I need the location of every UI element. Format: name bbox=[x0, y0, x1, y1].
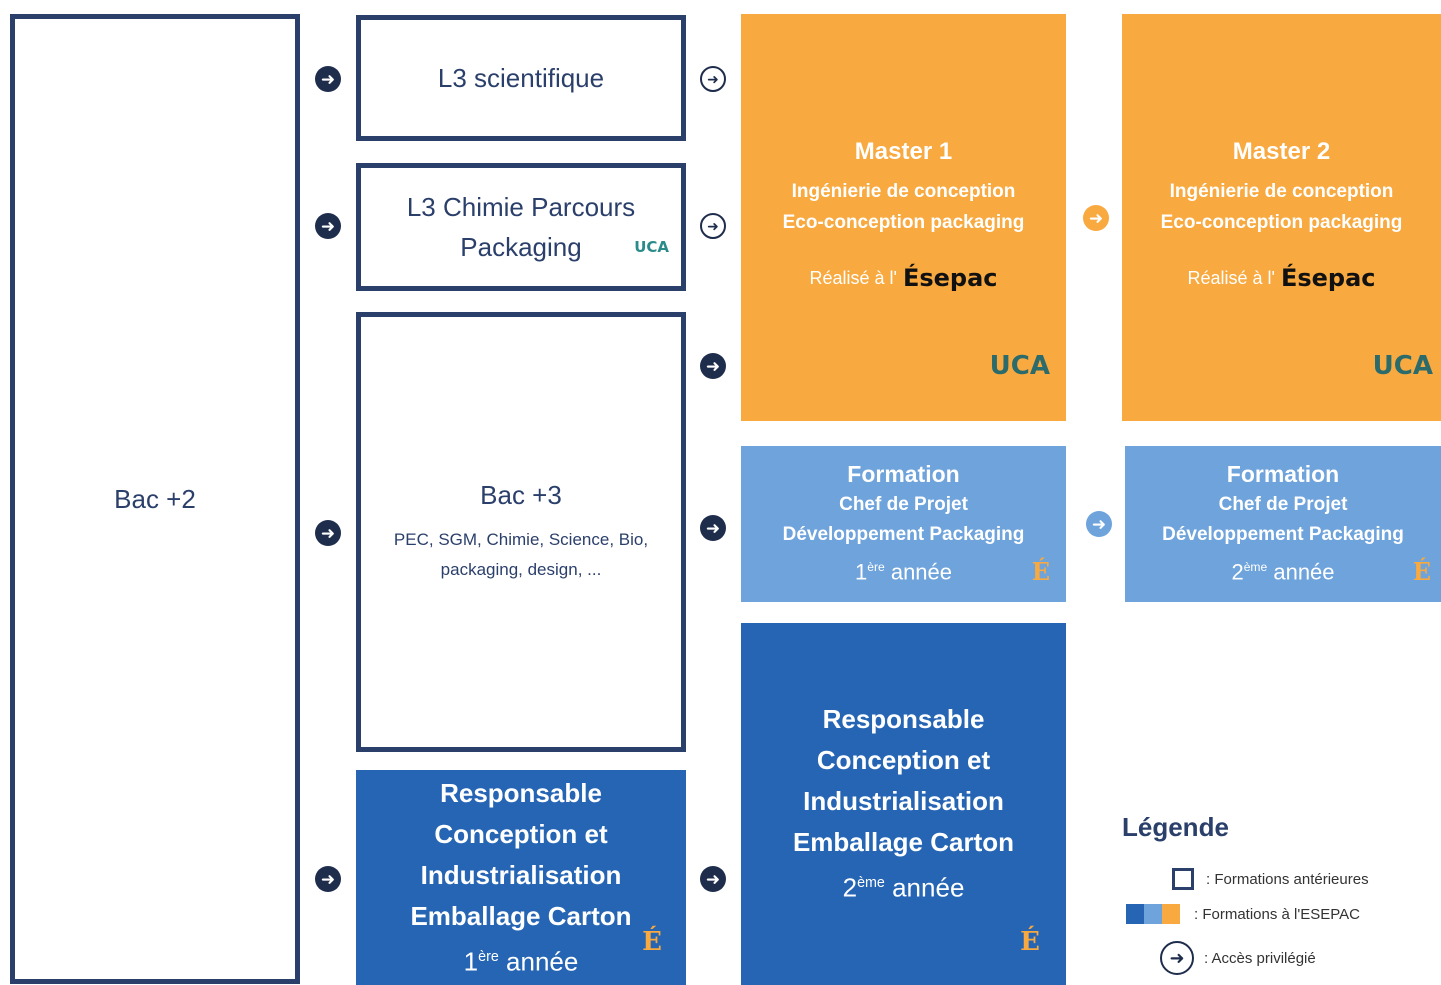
resp2-year: 2ème année bbox=[842, 872, 965, 903]
arrow-outline-icon: ➜ bbox=[700, 213, 726, 239]
outlined-square-icon bbox=[1172, 868, 1194, 890]
l3-chimie-box: L3 Chimie Parcours Packaging UCA bbox=[356, 163, 686, 291]
arrow-icon: ➜ bbox=[315, 66, 341, 92]
resp1-line4: Emballage Carton bbox=[410, 900, 632, 931]
resp2-line3: Industrialisation bbox=[803, 786, 1004, 817]
master1-realise: Réalisé à l' Ésepac bbox=[809, 264, 998, 292]
arrow-outline-icon: ➜ bbox=[700, 66, 726, 92]
bac3-box: Bac +3 PEC, SGM, Chimie, Science, Bio, p… bbox=[356, 312, 686, 752]
legend-item-prior: : Formations antérieures bbox=[1172, 868, 1369, 890]
resp-carton-1-box: Responsable Conception et Industrialisat… bbox=[356, 770, 686, 985]
bac3-title: Bac +3 bbox=[480, 479, 562, 510]
arrow-blue-icon: ➜ bbox=[1086, 511, 1112, 537]
master2-line2: Eco-conception packaging bbox=[1160, 212, 1403, 233]
form1-title: Formation bbox=[847, 461, 960, 488]
arrow-icon: ➜ bbox=[700, 866, 726, 892]
resp1-year: 1ère année bbox=[463, 946, 579, 977]
bac2-box: Bac +2 bbox=[10, 14, 300, 984]
arrow-icon: ➜ bbox=[315, 866, 341, 892]
form2-title: Formation bbox=[1226, 461, 1340, 488]
form2-line1: Chef de Projet bbox=[1218, 494, 1348, 516]
esepac-e-icon: É bbox=[1031, 557, 1050, 586]
bac3-line2: packaging, design, ... bbox=[440, 559, 602, 579]
bac2-label: Bac +2 bbox=[114, 483, 196, 514]
legend-item-esepac: : Formations à l'ESEPAC bbox=[1126, 904, 1360, 924]
arrow-icon: ➜ bbox=[315, 213, 341, 239]
master1-title: Master 1 bbox=[854, 138, 953, 165]
form2-year: 2ème année bbox=[1231, 559, 1335, 585]
esepac-e-icon: É bbox=[1020, 927, 1040, 957]
bac3-line1: PEC, SGM, Chimie, Science, Bio, bbox=[393, 529, 649, 549]
form1-line2: Développement Packaging bbox=[782, 524, 1025, 546]
uca-logo-icon: UCA bbox=[1372, 351, 1433, 381]
resp-carton-2-box: Responsable Conception et Industrialisat… bbox=[741, 623, 1066, 985]
arrow-outline-icon: ➜ bbox=[1160, 941, 1194, 975]
resp1-line3: Industrialisation bbox=[420, 859, 622, 890]
master1-box: Master 1 Ingénierie de conception Eco-co… bbox=[741, 14, 1066, 421]
formation-2-box: Formation Chef de Projet Développement P… bbox=[1125, 446, 1441, 602]
resp1-line2: Conception et bbox=[434, 818, 608, 849]
arrow-orange-icon: ➜ bbox=[1083, 205, 1109, 231]
formation-1-box: Formation Chef de Projet Développement P… bbox=[741, 446, 1066, 602]
uca-logo-icon: UCA bbox=[989, 351, 1050, 381]
l3-scientifique-label: L3 scientifique bbox=[437, 62, 605, 93]
color-swatches-icon bbox=[1126, 904, 1180, 924]
esepac-e-icon: É bbox=[642, 927, 662, 957]
form1-year: 1ère année bbox=[854, 559, 953, 585]
master1-line1: Ingénierie de conception bbox=[791, 181, 1016, 202]
resp2-line2: Conception et bbox=[816, 745, 991, 776]
master1-line2: Eco-conception packaging bbox=[782, 212, 1025, 233]
esepac-logo-icon: Ésepac bbox=[1280, 264, 1376, 292]
l3-chimie-line2: Packaging bbox=[460, 232, 582, 262]
master2-realise: Réalisé à l' Ésepac bbox=[1187, 264, 1376, 292]
legend-title: Légende bbox=[1122, 812, 1229, 842]
arrow-icon: ➜ bbox=[315, 520, 341, 546]
legend-item-access: ➜ : Accès privilégié bbox=[1160, 941, 1316, 975]
legend-prior-label: : Formations antérieures bbox=[1206, 870, 1369, 888]
master2-title: Master 2 bbox=[1232, 138, 1331, 165]
form1-line1: Chef de Projet bbox=[839, 494, 968, 516]
legend-access-label: : Accès privilégié bbox=[1204, 949, 1316, 967]
resp1-line1: Responsable bbox=[440, 777, 602, 808]
l3-chimie-line1: L3 Chimie Parcours bbox=[406, 192, 636, 222]
arrow-icon: ➜ bbox=[700, 353, 726, 379]
resp2-line4: Emballage Carton bbox=[792, 827, 1015, 858]
master2-line1: Ingénierie de conception bbox=[1169, 181, 1394, 202]
master2-box: Master 2 Ingénierie de conception Eco-co… bbox=[1122, 14, 1441, 421]
esepac-e-icon: É bbox=[1412, 557, 1431, 586]
uca-logo-icon: UCA bbox=[634, 238, 669, 256]
l3-scientifique-box: L3 scientifique bbox=[356, 15, 686, 141]
form2-line2: Développement Packaging bbox=[1162, 524, 1404, 546]
arrow-icon: ➜ bbox=[700, 515, 726, 541]
resp2-line1: Responsable bbox=[822, 704, 985, 735]
legend-esepac-label: : Formations à l'ESEPAC bbox=[1194, 905, 1360, 923]
esepac-logo-icon: Ésepac bbox=[902, 264, 998, 292]
